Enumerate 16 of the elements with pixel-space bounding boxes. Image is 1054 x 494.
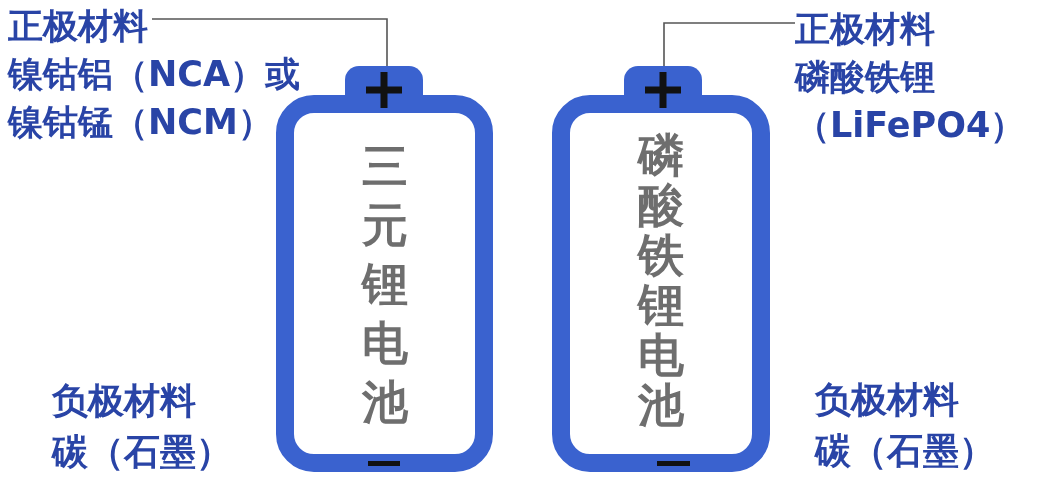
battery-body <box>276 95 493 472</box>
material-heading: 正极材料 <box>8 5 148 48</box>
material-label: 磷酸铁锂（LiFePO4） <box>795 56 1026 147</box>
terminal-cap <box>345 66 423 110</box>
terminal-cap <box>624 66 702 110</box>
battery-label: 磷酸铁锂电池 <box>638 130 684 430</box>
leader-line <box>663 22 796 67</box>
leader-line <box>151 18 388 67</box>
material-label: 镍钴铝（NCA）或镍钴锰（NCM） <box>8 53 302 144</box>
battery-label: 三元锂电池 <box>361 138 408 431</box>
material-heading: 负极材料 <box>52 379 196 423</box>
material-heading: 正极材料 <box>795 8 935 51</box>
material-heading: 负极材料 <box>815 378 959 422</box>
material-label: 碳（石墨） <box>52 430 232 474</box>
battery-body <box>552 95 770 472</box>
material-label: 碳（石墨） <box>815 429 995 473</box>
